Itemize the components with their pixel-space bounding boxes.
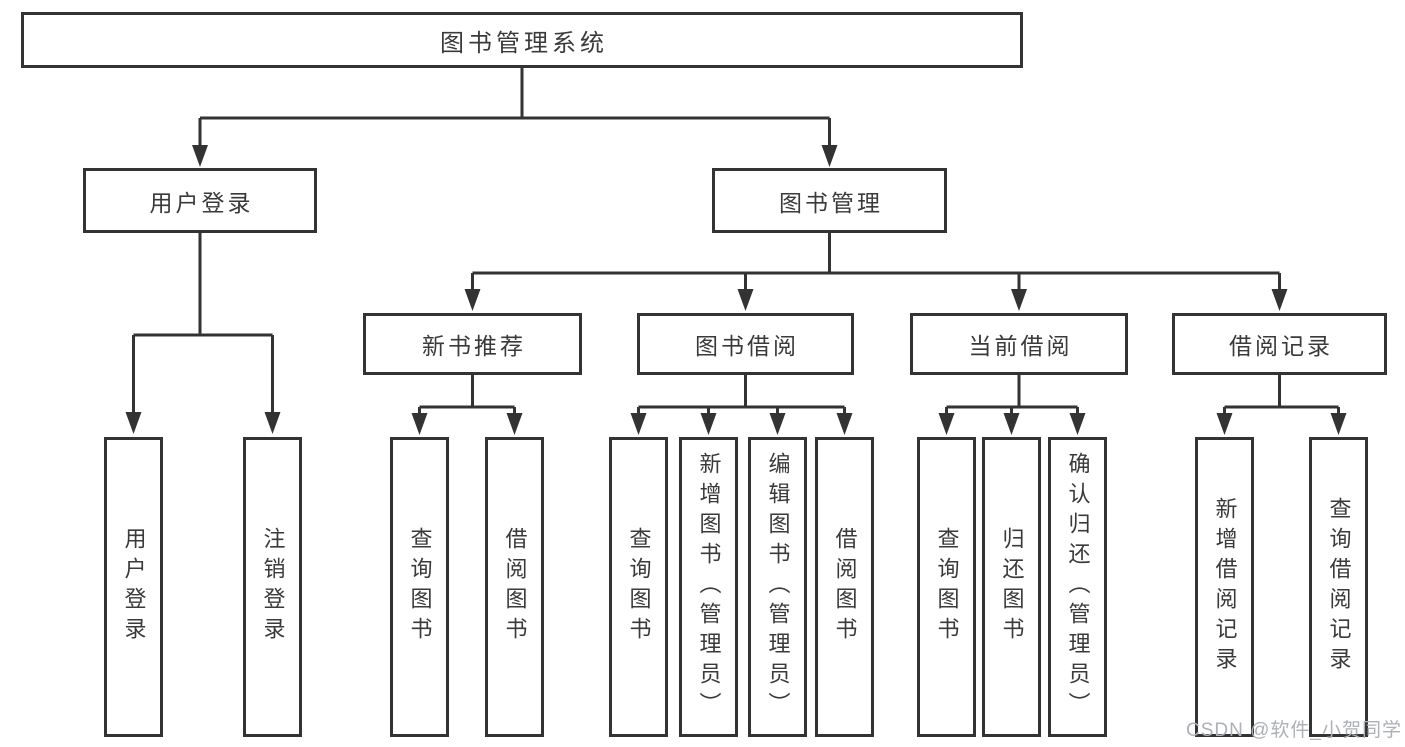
arrowhead	[1216, 413, 1233, 435]
arrowhead	[264, 412, 281, 434]
connector-book-management-to-level3	[464, 233, 1288, 311]
node-root: 图书管理系统	[21, 12, 1023, 68]
arrowhead	[464, 289, 481, 311]
node-book-management: 图书管理	[712, 168, 947, 233]
arrowhead	[1011, 289, 1027, 311]
leaf-logout: 注销登录	[243, 437, 302, 737]
connector-current-borrow-to-leaves	[938, 375, 1086, 435]
leaf-label: 查询图书	[934, 527, 960, 647]
leaf-current-return-books: 归还图书	[982, 437, 1041, 737]
arrowhead	[836, 413, 853, 435]
node-book-borrow: 图书借阅	[637, 313, 854, 375]
leaf-current-confirm-return-admin: 确认归还（管理员）	[1048, 437, 1107, 737]
leaf-label: 编辑图书（管理员）	[765, 452, 791, 722]
watermark: CSDN @软件_小贺同学	[1186, 720, 1402, 741]
node-user-login: 用户登录	[83, 168, 317, 233]
leaf-records-query-record: 查询借阅记录	[1309, 437, 1368, 737]
leaf-label: 注销登录	[260, 527, 286, 647]
leaf-label: 查询图书	[407, 527, 433, 647]
leaf-label: 借阅图书	[502, 527, 528, 647]
leaf-label: 查询借阅记录	[1326, 497, 1352, 677]
leaf-newrec-query-books: 查询图书	[390, 437, 449, 737]
arrowhead	[1069, 413, 1086, 435]
arrowhead	[700, 413, 717, 435]
arrowhead	[769, 413, 786, 435]
connector-book-borrow-to-leaves	[630, 375, 853, 435]
arrowhead	[411, 413, 428, 435]
leaf-label: 新增借阅记录	[1212, 497, 1238, 677]
leaf-borrow-add-books-admin: 新增图书（管理员）	[679, 437, 738, 737]
leaf-label: 确认归还（管理员）	[1065, 452, 1091, 722]
arrowhead	[1003, 413, 1020, 435]
arrowhead	[1330, 413, 1347, 435]
node-new-book-recommend: 新书推荐	[363, 313, 582, 375]
connector-user-login-to-leaves	[125, 233, 281, 434]
arrowhead	[630, 413, 647, 435]
connector-new-book-recommend-to-leaves	[411, 375, 523, 435]
leaf-current-query-books: 查询图书	[917, 437, 976, 737]
arrowhead	[737, 289, 754, 311]
arrowhead	[938, 413, 955, 435]
leaf-label: 用户登录	[121, 527, 147, 647]
connector-borrow-records-to-leaves	[1216, 375, 1347, 435]
leaf-records-add-record: 新增借阅记录	[1195, 437, 1254, 737]
leaf-borrow-edit-books-admin: 编辑图书（管理员）	[748, 437, 807, 737]
leaf-user-login: 用户登录	[104, 437, 163, 737]
connector-root-to-level2	[192, 68, 838, 167]
leaf-label: 查询图书	[626, 527, 652, 647]
leaf-label: 借阅图书	[832, 527, 858, 647]
arrowhead	[125, 412, 142, 434]
leaf-borrow-borrow-books: 借阅图书	[815, 437, 874, 737]
leaf-borrow-query-books: 查询图书	[609, 437, 668, 737]
arrowhead	[821, 145, 838, 167]
arrowhead	[506, 413, 523, 435]
leaf-label: 归还图书	[999, 527, 1025, 647]
leaf-newrec-borrow-books: 借阅图书	[485, 437, 544, 737]
node-current-borrow: 当前借阅	[910, 313, 1128, 375]
node-borrow-records: 借阅记录	[1172, 313, 1387, 375]
arrowhead	[1271, 289, 1288, 311]
arrowhead	[192, 145, 208, 167]
leaf-label: 新增图书（管理员）	[696, 452, 722, 722]
